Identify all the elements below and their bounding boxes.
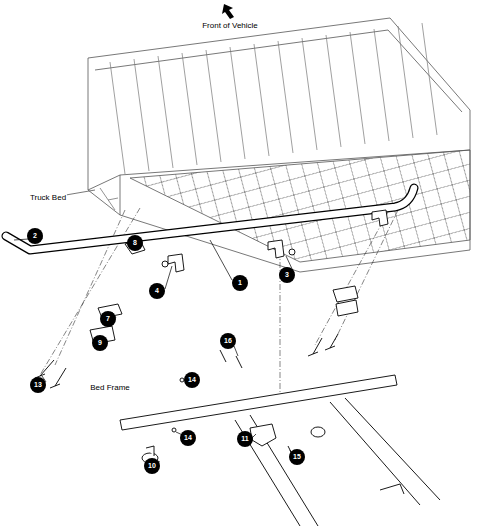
- bed-frame: [120, 350, 440, 526]
- callout-number: 10: [144, 458, 160, 474]
- callout-number: 2: [27, 228, 43, 244]
- callout-number: 4: [149, 283, 165, 299]
- callout-number: 9: [92, 335, 108, 351]
- callout-number: 8: [127, 235, 143, 251]
- callout-number: 13: [30, 377, 46, 393]
- callout-number: 11: [237, 431, 253, 447]
- alignment-lines: [40, 208, 398, 400]
- callout-number: 7: [100, 311, 116, 327]
- part-label: Truck Bed: [29, 193, 67, 203]
- part-label: Bed Frame: [89, 383, 131, 393]
- callout-number: 1: [232, 275, 248, 291]
- truck-bed: [60, 18, 470, 272]
- clamps: [90, 210, 388, 344]
- bolts: [35, 334, 338, 388]
- front-arrow: [222, 4, 234, 19]
- callout-number: 14: [184, 372, 200, 388]
- callout-number: 16: [220, 333, 236, 349]
- callout-number: 3: [279, 267, 295, 283]
- part-label: Front of Vehicle: [201, 21, 259, 31]
- callout-number: 14: [180, 430, 196, 446]
- leader-lines: [14, 238, 294, 462]
- callout-number: 15: [289, 449, 305, 465]
- bed-ribs: [110, 23, 437, 174]
